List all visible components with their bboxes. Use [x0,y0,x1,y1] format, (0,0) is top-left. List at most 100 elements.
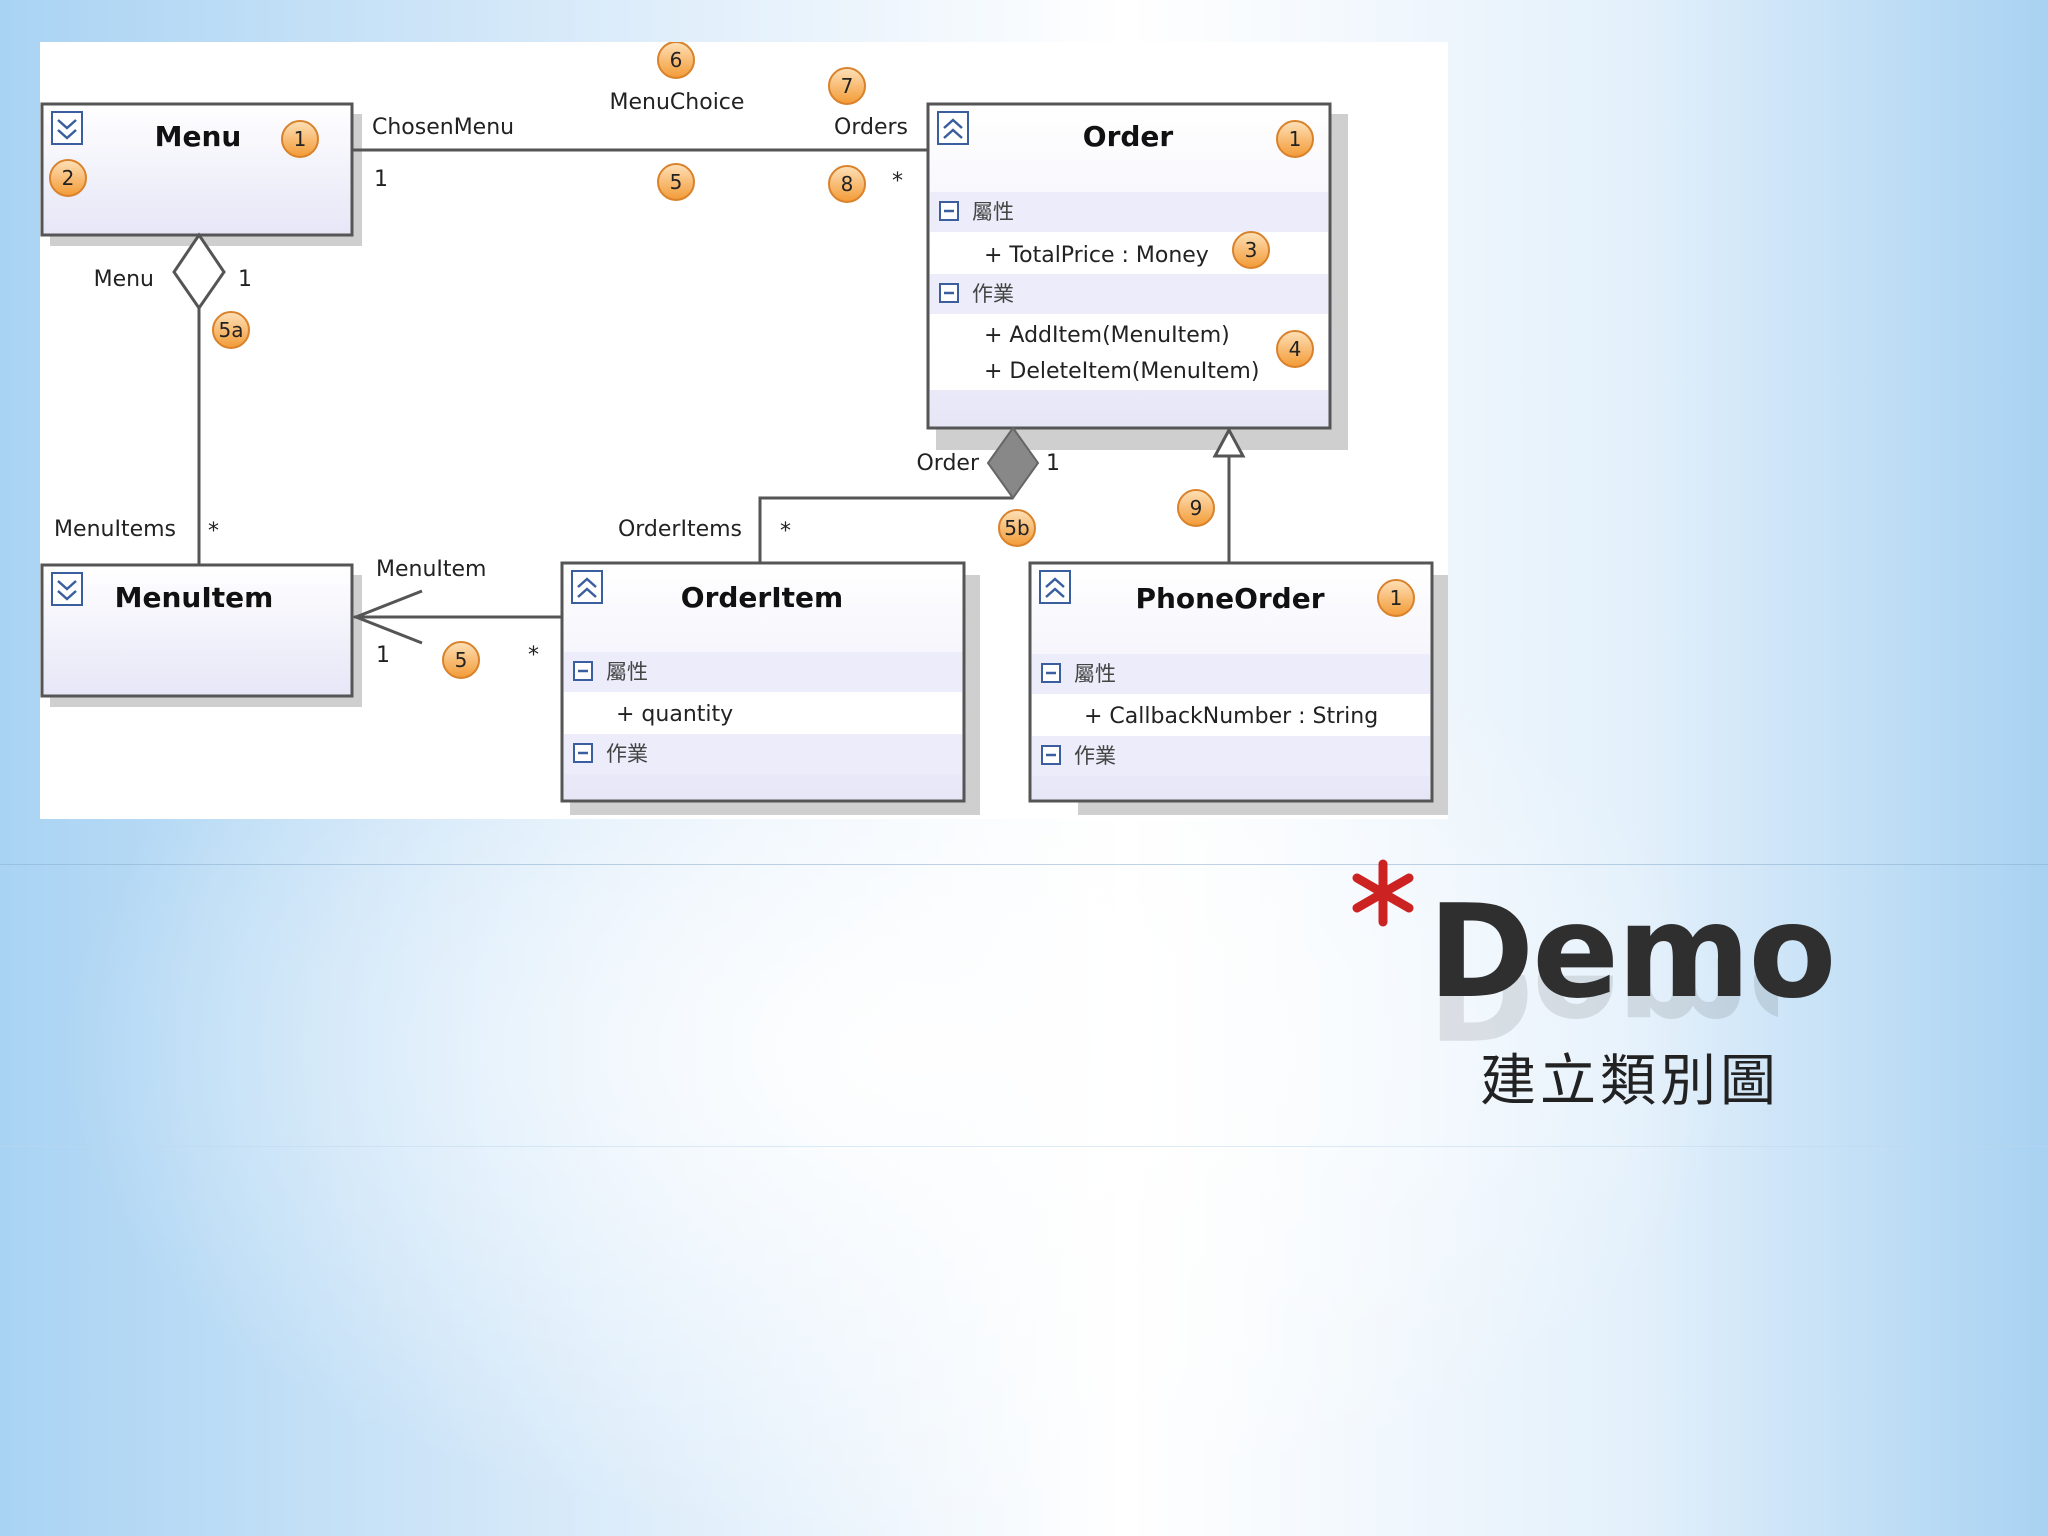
step-badge: 4 [1276,330,1314,368]
step-badge: 5a [212,311,250,349]
class-order[interactable]: Order 屬性 + TotalPrice : Money 作業 + AddIt… [926,102,1348,450]
collapse-section-icon[interactable] [573,661,593,681]
mult-order-items: * [780,519,791,544]
collapse-section-icon[interactable] [1041,663,1061,683]
step-badge: 6 [657,42,695,79]
label-menu-items: MenuItems [54,517,176,542]
class-order-name: Order [1083,120,1174,153]
label-order-items: OrderItems [618,517,742,542]
class-phoneorder[interactable]: PhoneOrder 屬性 + CallbackNumber : String … [1028,561,1448,815]
order-operation-additem[interactable]: + AddItem(MenuItem) [984,323,1230,348]
step-badge: 5b [998,509,1036,547]
slide-divider-top [0,864,2048,865]
phoneorder-attr-row-bg [1032,694,1430,736]
mult-orderitem-assoc: * [528,643,539,668]
order-attributes-label: 屬性 [972,200,1014,224]
label-orders: Orders [834,115,908,140]
class-phoneorder-name: PhoneOrder [1135,582,1324,615]
step-badge: 1 [281,120,319,158]
step-badge-label: 2 [62,166,75,190]
class-menu[interactable]: Menu [40,102,362,246]
slide-title: Demo [1428,878,1836,1027]
label-menu-item: MenuItem [376,557,486,582]
step-badge: 2 [49,159,87,197]
mult-chosen-menu: 1 [374,167,388,192]
step-badge-label: 3 [1245,238,1258,262]
class-orderitem-name: OrderItem [681,581,843,614]
generalization-phoneorder-order[interactable] [1212,426,1246,563]
expand-toggle-icon[interactable] [1039,570,1071,604]
label-menu-choice: MenuChoice [610,90,745,115]
class-orderitem[interactable]: OrderItem 屬性 + quantity 作業 [560,561,980,815]
orderitem-attr-row-bg [564,692,962,734]
phoneorder-attr-section-bg [1032,654,1430,694]
order-operation-deleteitem[interactable]: + DeleteItem(MenuItem) [984,359,1259,384]
step-badge-label: 1 [294,127,307,151]
step-badge-label: 7 [841,74,854,98]
label-chosen-menu: ChosenMenu [372,115,514,140]
association-orderitem-menuitem[interactable] [351,589,562,645]
step-badge: 9 [1177,489,1215,527]
class-diagram-panel: Menu MenuItem Orde [40,42,1448,819]
step-badge: 7 [828,67,866,105]
orderitem-attr-section-bg [564,652,962,692]
step-badge: 5 [442,641,480,679]
asterisk-icon [1352,859,1414,927]
class-menu-name: Menu [155,120,242,153]
expand-toggle-icon[interactable] [937,111,969,145]
step-badge-label: 6 [670,48,683,72]
step-badge: 8 [828,165,866,203]
mult-menu-items: * [208,519,219,544]
class-menuitem[interactable]: MenuItem [40,563,362,707]
phoneorder-operations-label: 作業 [1074,744,1116,768]
order-ops-section-bg [930,274,1328,314]
orderitem-operations-label: 作業 [606,742,648,766]
class-menuitem-box [40,563,354,698]
collapse-toggle-icon[interactable] [51,572,83,606]
step-badge-label: 5 [455,648,468,672]
mult-order-comp: 1 [1046,451,1060,476]
aggregation-menu-menuitems[interactable] [172,232,226,565]
step-badge-label: 1 [1390,586,1403,610]
expand-toggle-icon[interactable] [571,570,603,604]
aggregation-diamond-icon [172,232,226,311]
collapse-toggle-icon[interactable] [51,111,83,145]
step-badge: 3 [1232,231,1270,269]
label-menu-end: Menu [94,267,154,292]
order-operations-label: 作業 [972,282,1014,306]
navigable-arrow-icon [351,589,423,645]
step-badge-label: 1 [1289,127,1302,151]
step-badge: 1 [1377,579,1415,617]
label-order-end: Order [916,451,979,476]
step-badge: 1 [1276,120,1314,158]
order-ops-rows-bg [930,314,1328,390]
slide-divider-bottom [0,1146,2048,1147]
mult-orders: * [892,169,903,194]
phoneorder-attributes-label: 屬性 [1074,662,1116,686]
step-badge-label: 5b [1004,516,1029,540]
inheritance-triangle-icon [1212,426,1246,458]
class-menuitem-name: MenuItem [115,581,274,614]
step-badge-label: 5a [219,318,244,342]
orderitem-attributes-label: 屬性 [606,660,648,684]
mult-menuitem-assoc: 1 [376,643,390,668]
composition-diamond-icon [986,426,1040,500]
mult-menu-agg: 1 [238,267,252,292]
collapse-section-icon[interactable] [939,201,959,221]
step-badge-label: 4 [1289,337,1302,361]
collapse-section-icon[interactable] [939,283,959,303]
step-badge: 5 [657,163,695,201]
step-badge-label: 5 [670,170,683,194]
orderitem-attribute-quantity[interactable]: + quantity [616,702,733,727]
order-attribute-totalprice[interactable]: + TotalPrice : Money [984,243,1209,268]
collapse-section-icon[interactable] [1041,745,1061,765]
slide-subtitle: 建立類別圖 [1480,1049,1780,1114]
collapse-section-icon[interactable] [573,743,593,763]
orderitem-ops-section-bg [564,734,962,774]
composition-order-orderitems[interactable] [758,426,1040,563]
order-attr-section-bg [930,192,1328,232]
step-badge-label: 9 [1190,496,1203,520]
class-diagram: Menu MenuItem Orde [40,42,1448,815]
phoneorder-attribute-callbacknumber[interactable]: + CallbackNumber : String [1084,704,1378,729]
phoneorder-ops-section-bg [1032,736,1430,776]
